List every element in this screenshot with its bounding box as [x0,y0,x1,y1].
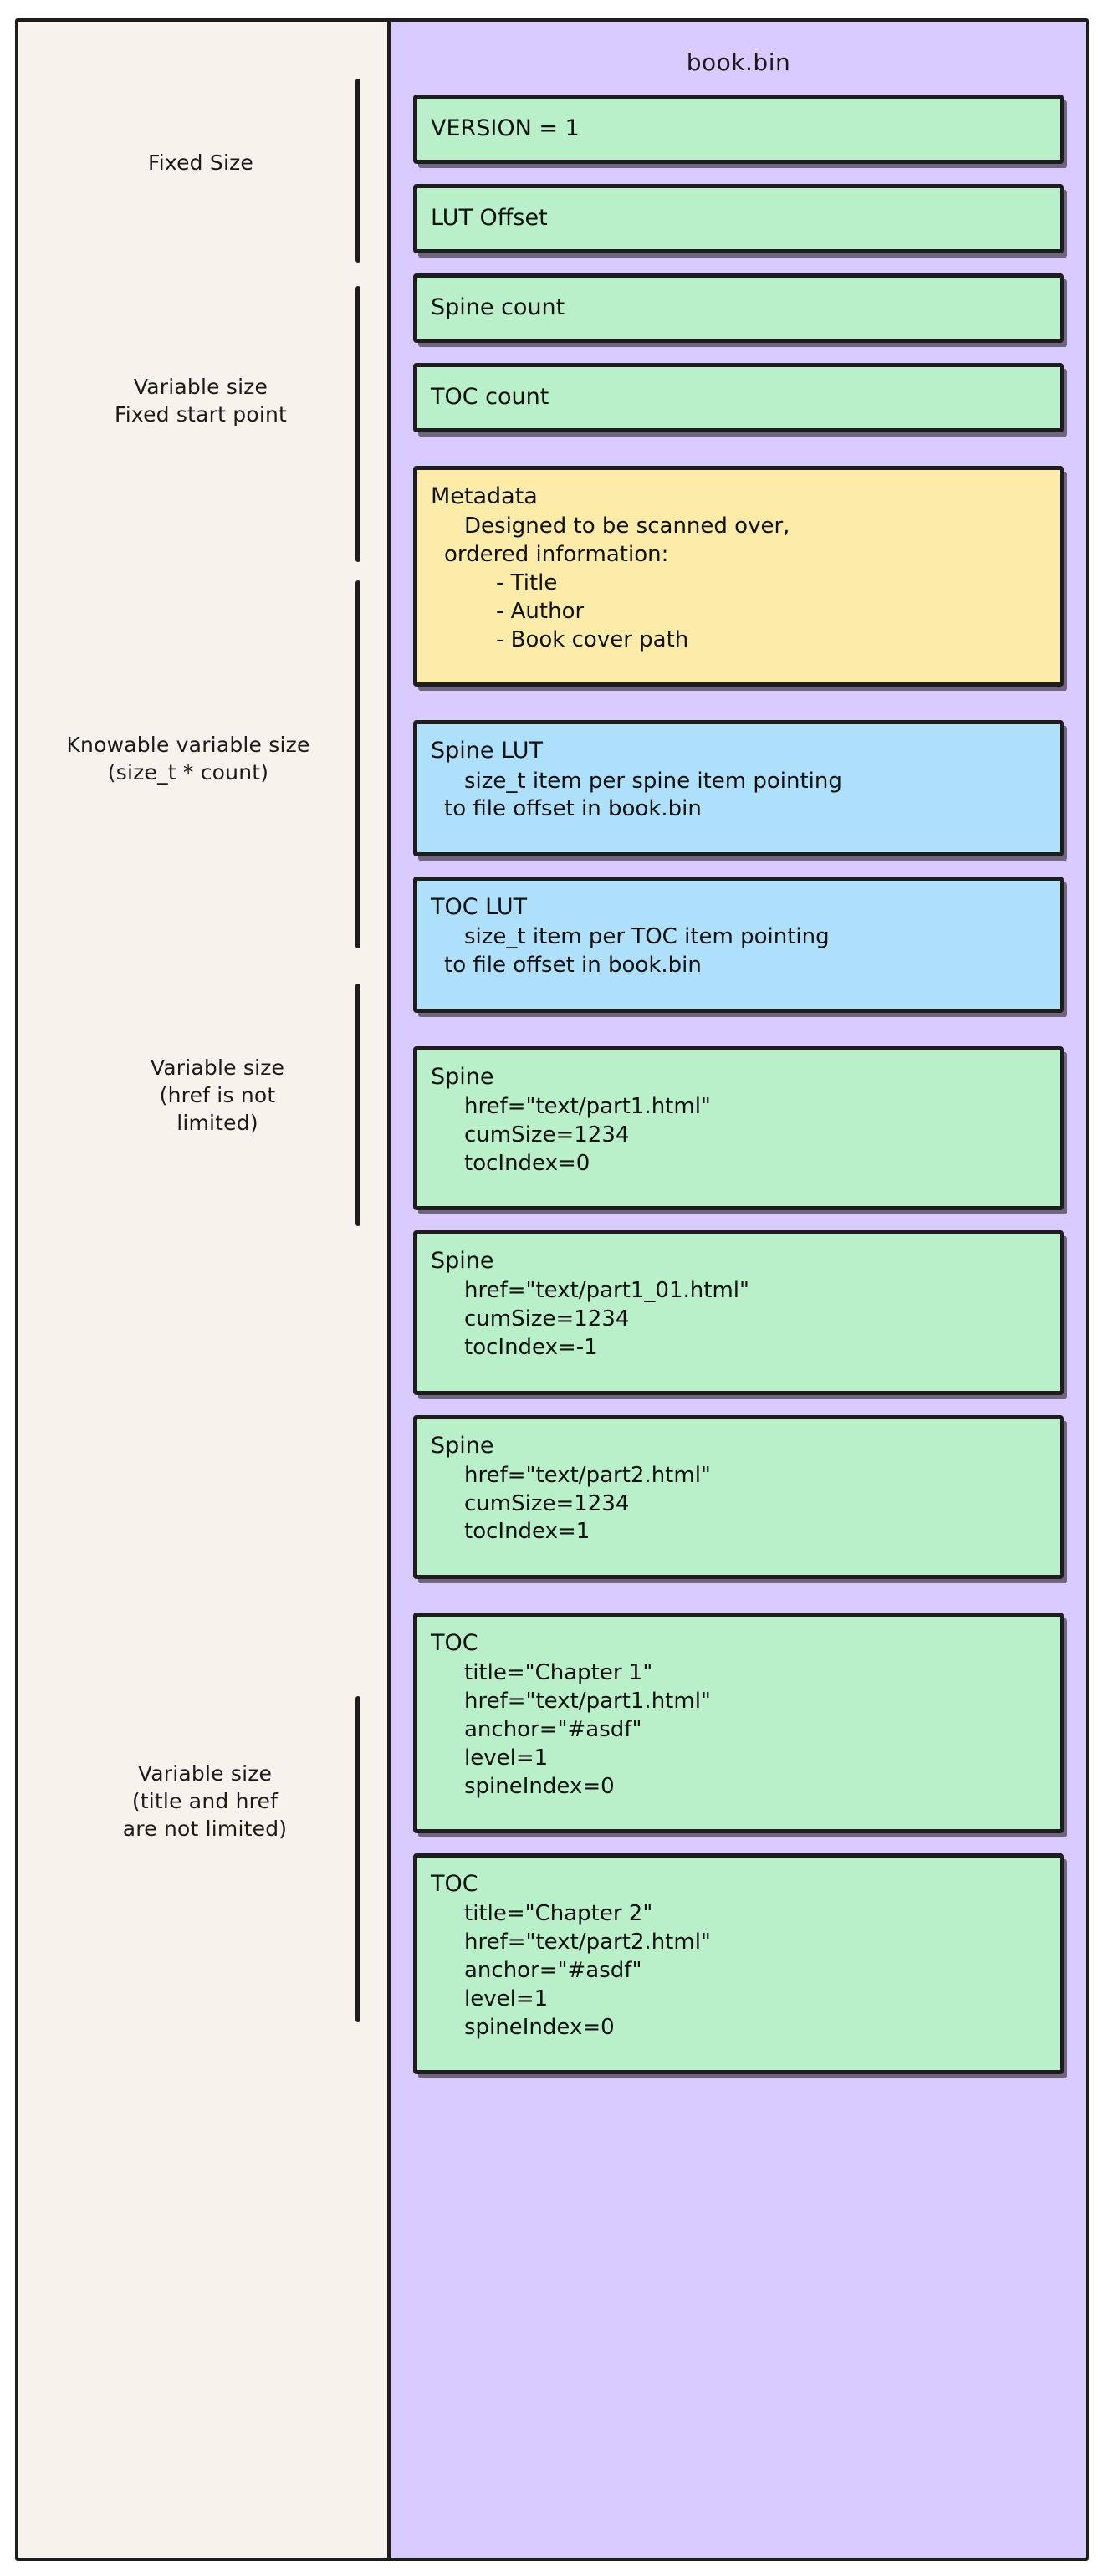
block-spine-lut: Spine LUT size_t item per spine item poi… [413,720,1064,857]
block-line: href="text/part2.html" [464,1462,711,1488]
block-line: href="text/part2.html" [464,1929,711,1955]
block-line: to file offset in book.bin [444,953,702,979]
block-line: spineIndex=0 [464,2014,615,2040]
block-toc-1: TOC title="Chapter 1" href="text/part1.h… [413,1613,1064,1834]
block-toc-2: TOC title="Chapter 2" href="text/part2.h… [413,1853,1064,2075]
block-header: Spine [431,1432,494,1459]
annotation-fixed-size: Fixed Size [63,149,339,176]
block-line: tocIndex=1 [464,1519,590,1545]
block-toc-count: TOC count [413,363,1064,433]
block-spine-2: Spine href="text/part1_01.html" cumSize=… [413,1230,1064,1395]
bracket-fixed-size [355,79,360,263]
block-header: Spine [431,1248,494,1275]
block-line: anchor="#asdf" [464,1716,642,1742]
block-metadata: Metadata Designed to be scanned over, or… [413,466,1064,687]
bracket-variable-title-href [355,1696,360,2022]
annotation-variable-fixed-start: Variable size Fixed start point [63,373,339,428]
file-column: book.bin VERSION = 1 LUT Offset Spine co… [391,22,1086,2558]
block-spine-count: Spine count [413,273,1064,344]
annotation-line: limited) [176,1111,258,1135]
annotation-variable-href: Variable size (href is not limited) [96,1054,339,1137]
annotation-line: (title and href [131,1789,279,1813]
block-lut-offset: LUT Offset [413,184,1064,254]
annotation-line: Variable size [150,1055,285,1080]
block-version: VERSION = 1 [413,95,1064,165]
annotation-variable-title-href: Variable size (title and href are not li… [71,1760,339,1843]
block-line: anchor="#asdf" [464,1958,642,1984]
block-line: title="Chapter 1" [464,1660,653,1686]
block-line: level=1 [464,1745,549,1771]
block-line: cumSize=1234 [464,1490,630,1516]
annotation-column: Fixed Size Variable size Fixed start poi… [18,22,391,2558]
annotation-line: (href is not [159,1083,276,1107]
block-line: Designed to be scanned over, [464,514,790,539]
block-line: level=1 [464,1986,549,2011]
block-header: Spine count [431,294,565,321]
annotation-line: Variable size [137,1761,273,1786]
block-line: href="text/part1.html" [464,1689,711,1715]
block-header: Metadata [431,483,538,510]
block-line: tocIndex=0 [464,1150,590,1176]
annotation-line: Variable size [133,375,268,399]
annotation-line: Knowable variable size [66,733,310,757]
block-line: to file offset in book.bin [444,796,702,822]
block-line: size_t item per TOC item pointing [464,924,830,950]
block-bullet: - Author [496,598,585,624]
block-line: spineIndex=0 [464,1773,615,1799]
block-line: title="Chapter 2" [464,1901,653,1927]
block-header: VERSION = 1 [431,115,580,141]
block-header: TOC count [431,384,549,411]
block-spine-1: Spine href="text/part1.html" cumSize=123… [413,1045,1064,1211]
block-header: TOC [431,1871,478,1898]
annotation-line: Fixed Size [147,151,254,175]
block-header: LUT Offset [431,205,548,232]
block-line: ordered information: [444,542,669,568]
annotation-line: (size_t * count) [107,760,269,785]
block-toc-lut: TOC LUT size_t item per TOC item pointin… [413,877,1064,1013]
block-line: cumSize=1234 [464,1306,630,1332]
block-bullet: - Book cover path [496,626,689,652]
block-header: TOC [431,1630,478,1657]
block-line: size_t item per spine item pointing [464,768,842,794]
annotation-knowable-variable: Knowable variable size (size_t * count) [38,731,339,786]
bracket-knowable-variable [355,580,360,948]
block-spine-3: Spine href="text/part2.html" cumSize=123… [413,1414,1064,1580]
block-line: cumSize=1234 [464,1122,630,1147]
block-line: href="text/part1.html" [464,1093,711,1119]
block-header: Spine LUT [431,738,544,764]
annotation-line: Fixed start point [114,402,288,427]
bracket-variable-fixed-start [355,286,360,562]
block-header: TOC LUT [431,894,528,921]
bracket-variable-href [355,984,360,1226]
block-line: tocIndex=-1 [464,1335,598,1360]
block-header: Spine [431,1063,494,1090]
block-bullet: - Title [496,570,558,596]
file-title: book.bin [686,49,791,76]
annotation-line: are not limited) [122,1817,288,1841]
block-line: href="text/part1_01.html" [464,1278,749,1304]
file-format-diagram: Fixed Size Variable size Fixed start poi… [15,18,1089,2561]
